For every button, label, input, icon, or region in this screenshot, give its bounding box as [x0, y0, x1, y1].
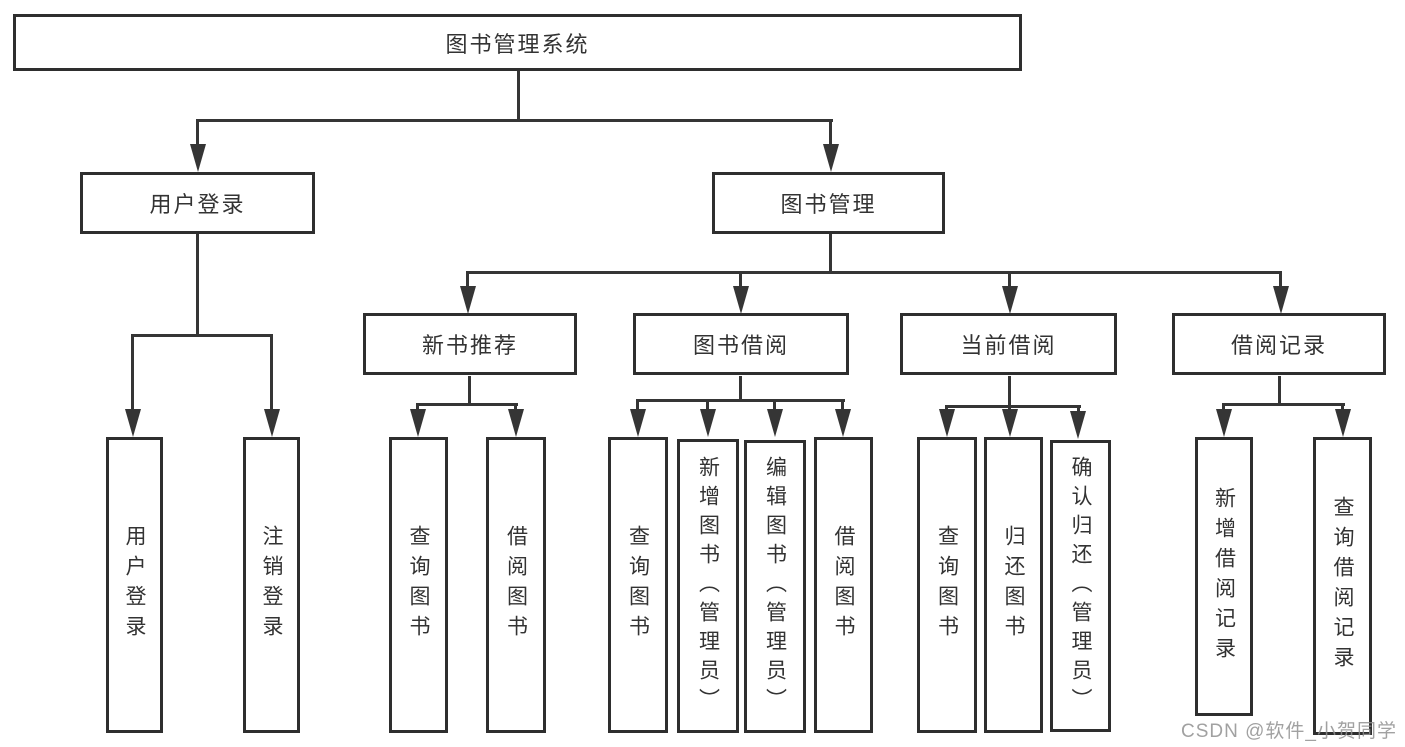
node-new-book-recommendation: 新书推荐: [363, 313, 577, 375]
connector-line: [466, 271, 469, 291]
node-leaf-borrow-books-recommend: 借阅图书: [486, 437, 546, 733]
node-label: 查询图书: [626, 525, 650, 645]
node-label: 查询借阅记录: [1331, 496, 1354, 676]
connector-line: [945, 405, 1081, 408]
arrowhead-icon: [125, 409, 141, 437]
connector-line: [132, 334, 273, 337]
arrowhead-icon: [767, 409, 783, 437]
node-book-management: 图书管理: [712, 172, 945, 234]
arrowhead-icon: [630, 409, 646, 437]
arrowhead-icon: [700, 409, 716, 437]
connector-line: [131, 334, 134, 412]
connector-line: [1008, 271, 1011, 291]
node-label: 新书推荐: [421, 333, 518, 358]
node-label: 用户登录: [149, 192, 246, 217]
node-label: 查询图书: [407, 525, 430, 645]
node-book-borrowing: 图书借阅: [633, 313, 849, 375]
connector-line: [417, 403, 518, 406]
arrowhead-icon: [1070, 411, 1086, 439]
connector-line: [196, 119, 199, 151]
node-label: 注销登录: [260, 525, 283, 645]
connector-line: [773, 399, 776, 413]
arrowhead-icon: [190, 144, 206, 172]
node-leaf-add-books-admin: 新增图书（管理员）: [677, 439, 739, 733]
node-leaf-query-books-current: 查询图书: [917, 437, 977, 733]
node-label: 新增借阅记录: [1212, 486, 1236, 667]
arrowhead-icon: [835, 409, 851, 437]
arrowhead-icon: [460, 286, 476, 314]
connector-line: [829, 119, 832, 151]
node-label: 当前借阅: [960, 333, 1057, 358]
node-label: 新增图书（管理员）: [696, 455, 720, 717]
node-leaf-query-books-recommend: 查询图书: [389, 437, 448, 733]
connector-line: [739, 376, 742, 401]
node-user-login: 用户登录: [80, 172, 315, 234]
connector-line: [466, 271, 1282, 274]
arrowhead-icon: [1335, 409, 1351, 437]
node-label: 借阅图书: [832, 525, 855, 645]
connector-line: [1278, 376, 1281, 405]
arrowhead-icon: [1216, 409, 1232, 437]
connector-line: [270, 334, 273, 412]
node-leaf-edit-books-admin: 编辑图书（管理员）: [744, 440, 806, 733]
node-leaf-query-borrow-record: 查询借阅记录: [1313, 437, 1372, 735]
connector-line: [636, 399, 845, 402]
arrowhead-icon: [508, 409, 524, 437]
node-label: 借阅图书: [504, 525, 528, 645]
node-label: 用户登录: [123, 525, 146, 645]
node-leaf-borrow-books: 借阅图书: [814, 437, 873, 733]
node-label: 图书管理系统: [445, 31, 590, 57]
connector-line: [1077, 405, 1080, 415]
node-label: 确认归还（管理员）: [1069, 455, 1092, 717]
node-leaf-confirm-return-admin: 确认归还（管理员）: [1050, 440, 1111, 732]
watermark: CSDN @软件_小贺同学: [1181, 721, 1397, 742]
connector-line: [841, 399, 844, 413]
arrowhead-icon: [264, 409, 280, 437]
arrowhead-icon: [1002, 409, 1018, 437]
arrowhead-icon: [939, 409, 955, 437]
connector-line: [196, 119, 833, 122]
node-leaf-add-borrow-record: 新增借阅记录: [1195, 437, 1253, 716]
node-leaf-user-login: 用户登录: [106, 437, 163, 733]
node-label: 编辑图书（管理员）: [763, 456, 787, 717]
node-current-borrowing: 当前借阅: [900, 313, 1117, 375]
connector-line: [1279, 271, 1282, 291]
arrowhead-icon: [410, 409, 426, 437]
node-label: 归还图书: [1002, 525, 1025, 645]
connector-line: [517, 70, 520, 121]
connector-line: [829, 233, 832, 273]
arrowhead-icon: [823, 144, 839, 172]
node-label: 图书借阅: [692, 333, 789, 358]
node-label: 借阅记录: [1230, 333, 1327, 358]
arrowhead-icon: [733, 286, 749, 314]
connector-line: [1008, 376, 1011, 407]
connector-line: [636, 399, 639, 413]
arrowhead-icon: [1273, 286, 1289, 314]
node-library-management-system: 图书管理系统: [13, 14, 1022, 71]
node-label: 查询图书: [935, 525, 959, 645]
node-leaf-return-books: 归还图书: [984, 437, 1043, 733]
connector-line: [468, 376, 471, 405]
arrowhead-icon: [1002, 286, 1018, 314]
node-leaf-logout: 注销登录: [243, 437, 300, 733]
connector-line: [1223, 403, 1345, 406]
node-borrowing-records: 借阅记录: [1172, 313, 1386, 375]
node-leaf-query-books-borrow: 查询图书: [608, 437, 668, 733]
node-label: 图书管理: [780, 192, 877, 217]
connector-line: [196, 233, 199, 336]
connector-line: [739, 271, 742, 291]
connector-line: [706, 399, 709, 413]
